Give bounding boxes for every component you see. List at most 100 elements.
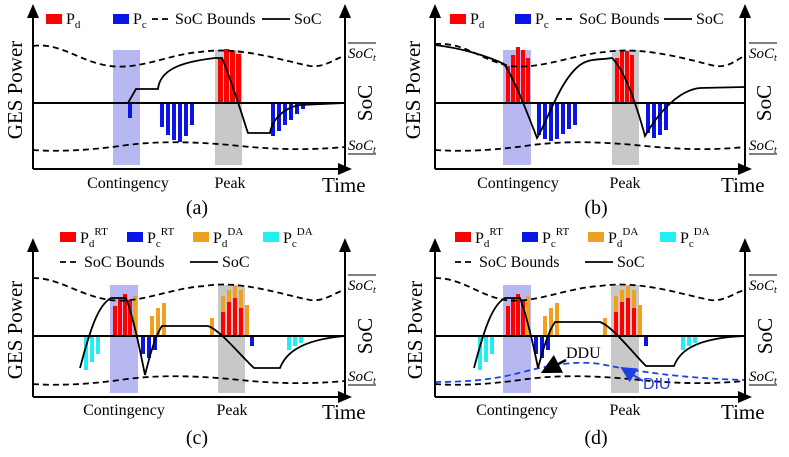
svg-text:SoCt: SoCt [348,278,376,296]
peak-label: Peak [216,402,247,419]
legend-pc-da-swatch [660,232,676,242]
contingency-region [113,50,140,165]
lower-bound-sub: t [774,145,777,156]
y-axis-label: GES Power [403,281,427,380]
discharge-bar [521,50,525,103]
svg-text:Pd: Pd [470,11,485,31]
contingency-label: Contingency [476,402,558,419]
lower-bound-label: SoC [348,138,374,154]
discharge-bar [236,54,241,103]
upper-bound-label: SoC [749,278,775,294]
discharge-da-bar [233,286,237,298]
charge-da-bar [484,336,488,362]
y-axis-arrow [27,238,39,252]
legend-a: Pd Pc SoC Bounds SoC [46,11,322,31]
legend-pc-rt-swatch [522,232,538,242]
legend-pc-da-sub: c [292,238,297,250]
legend-pd-rt-sup: RT [94,226,108,238]
svg-text:SoCt: SoCt [348,138,376,156]
discharge-rt-bar [620,302,624,336]
x-axis-label: Time [322,173,366,197]
charge-da-bar [96,336,100,354]
x-axis-arrow [738,391,752,403]
upper-bound-sub: t [373,285,376,296]
charge-rt-bar [540,336,544,358]
lower-bound-sub: t [373,145,376,156]
diu-arrow [620,366,644,383]
panel-b: Pd Pc SoC Bounds SoC [401,4,777,219]
charge-da-bar [490,336,494,354]
legend-pd-rt-sub: d [484,238,490,250]
discharge-da-bar [543,316,547,336]
charge-rt-bar [141,336,145,354]
charge-da-bar [299,336,303,343]
legend-pd-rt-sup: RT [489,226,503,238]
contingency-label: Contingency [83,402,165,419]
discharge-da-bar [526,296,530,336]
upper-bound-sub: t [373,53,376,64]
discharge-bar [218,58,223,103]
charge-da-bar [681,336,685,350]
upper-bound-sub: t [774,53,777,64]
peak-label: Peak [609,175,640,192]
legend-bounds-label: SoC Bounds [84,254,164,271]
charge-rt-bar [250,336,254,346]
ddu-label: DDU [566,345,601,362]
upper-soc-bound [434,277,746,302]
soc-curve [33,57,346,134]
legend-pd-rt-label: P [80,230,89,247]
charge-bar [128,103,132,118]
discharge-da-bar [603,318,607,336]
charge-bar [289,103,293,120]
panel-caption: (d) [584,427,607,449]
panel-caption: (b) [584,197,607,219]
right-axis-label: SoC [752,85,776,121]
bars-c [84,286,303,370]
charge-bar [283,103,287,125]
contingency-label: Contingency [477,175,559,192]
upper-bound-label: SoC [749,46,775,62]
discharge-bar [625,51,629,103]
charge-bar [166,103,170,135]
charge-bar [184,103,188,136]
soc-curve [434,44,746,141]
legend-pd-rt-swatch [60,232,76,242]
svg-text:PcDA: PcDA [283,226,313,250]
legend-pd-rt-label: P [475,230,484,247]
legend-pd-swatch [46,14,62,24]
charge-da-bar [90,336,94,362]
discharge-da-bar [150,316,154,336]
discharge-bar [526,58,530,103]
x-axis-label: Time [721,173,765,197]
lower-bound-sub: t [373,376,376,387]
y-axis-arrow [429,238,441,252]
lower-soc-bound [32,141,346,152]
charge-da-bar [84,336,88,370]
legend-pd-da-sub: d [617,238,623,250]
discharge-rt-bar [128,300,132,336]
discharge-bar [516,47,520,103]
lower-soc-bound [32,375,346,386]
legend-pc-label: P [535,11,544,28]
legend-pd-da-sub: d [222,238,228,250]
legend-soc-label: SoC [617,254,645,271]
legend-pd-label: P [66,11,75,28]
charge-bar [646,103,650,133]
charge-bar [160,103,164,127]
svg-text:Pd: Pd [66,11,81,31]
legend-pc-da-sup: DA [297,226,313,238]
discharge-da-bar [555,303,559,336]
legend-pc-rt-sub: c [551,238,556,250]
y-axis-label: GES Power [401,41,425,140]
right-axis-arrow [339,238,351,252]
discharge-rt-bar [506,306,510,336]
discharge-da-bar [626,286,630,298]
legend-pc-rt-sup: RT [161,226,175,238]
charge-bar [537,103,541,135]
discharge-rt-bar [511,298,515,336]
svg-text:PcDA: PcDA [680,226,710,250]
discharge-da-bar [245,305,249,336]
upper-bound-sub: t [774,285,777,296]
legend-pd-da-swatch [588,232,604,242]
svg-text:PcRT: PcRT [542,226,569,250]
